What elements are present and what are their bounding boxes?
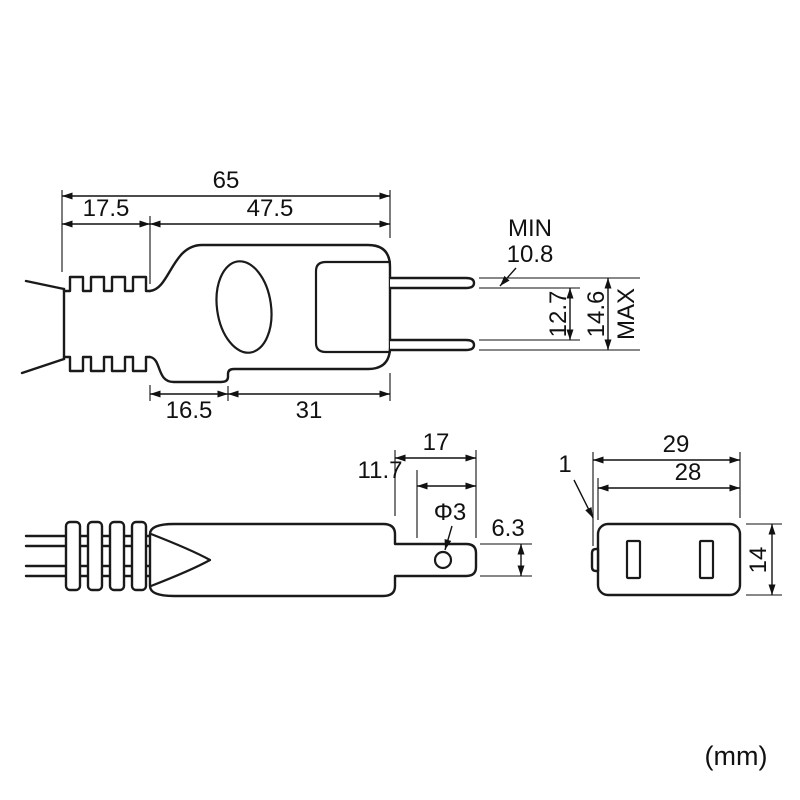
left-slot <box>625 539 642 580</box>
body-oval-detail <box>215 260 273 354</box>
body-width-label: 28 <box>675 459 702 486</box>
right-slot <box>698 539 715 580</box>
rib-offset-label: 1 <box>558 451 571 478</box>
hole-diameter-label: Φ3 <box>434 499 467 526</box>
lower-prong <box>388 338 476 352</box>
height-label: 14 <box>745 547 772 574</box>
top-view-dimension-lines <box>61 190 640 401</box>
pin-span-max-word-label: MAX <box>613 288 640 340</box>
body-length-label: 47.5 <box>247 195 294 222</box>
pin-pitch-label: 12.7 <box>545 291 572 338</box>
front-view-plug-outline <box>590 522 742 597</box>
side-rib <box>590 547 600 573</box>
overall-length-label: 65 <box>213 167 240 194</box>
front-section-label: 31 <box>296 397 323 424</box>
upper-prong <box>388 276 476 290</box>
grip-length-label: 17.5 <box>83 195 130 222</box>
blade-hole <box>433 550 453 570</box>
side-view-dimension-lines <box>394 450 532 577</box>
pin-gap-min-value-label: 10.8 <box>507 241 554 268</box>
blade-thickness-label: 6.3 <box>491 515 524 542</box>
rear-section-label: 16.5 <box>166 397 213 424</box>
pin-gap-min-word-label: MIN <box>508 215 552 242</box>
blade-holder-detail <box>314 260 392 354</box>
blade-length-label: 17 <box>423 429 450 456</box>
pin-span-max-value-label: 14.6 <box>583 291 610 338</box>
top-view-plug-outline <box>20 243 476 384</box>
hole-offset-label: 11.7 <box>358 457 403 484</box>
overall-width-label: 29 <box>663 431 690 458</box>
front-view-dimension-lines <box>573 452 782 596</box>
units-label: (mm) <box>705 741 768 771</box>
side-view-plug-outline <box>24 520 478 598</box>
front-face <box>596 522 742 597</box>
